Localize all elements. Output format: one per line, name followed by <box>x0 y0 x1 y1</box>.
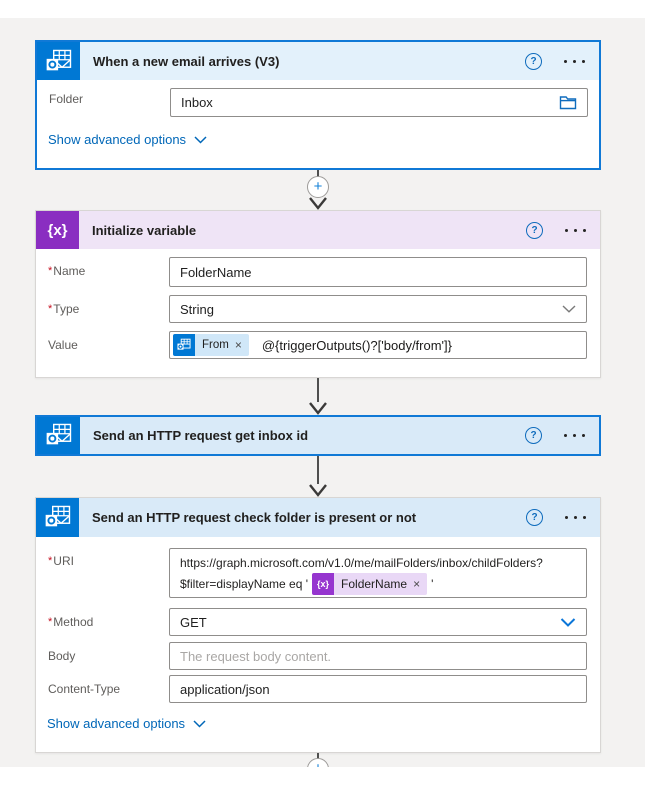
insert-step-button[interactable]: + <box>307 758 329 767</box>
uri-line2: $filter=displayName eq ' {x} FolderName … <box>170 570 586 595</box>
name-input-box <box>169 257 587 287</box>
show-advanced-options-label: Show advanced options <box>48 132 187 147</box>
chevron-down-icon <box>193 719 206 728</box>
variable-type-value: String <box>180 301 214 317</box>
variable-name-input[interactable] <box>170 258 586 286</box>
method-label: *Method <box>48 615 94 629</box>
show-advanced-options-label: Show advanced options <box>47 716 186 731</box>
show-advanced-options-link[interactable]: Show advanced options <box>48 132 207 147</box>
http-check-folder-title: Send an HTTP request check folder is pre… <box>92 510 417 525</box>
foldername-token-label: FolderName <box>341 577 408 591</box>
show-advanced-options-link[interactable]: Show advanced options <box>47 716 206 731</box>
outlook-icon <box>36 498 79 537</box>
required-mark: * <box>48 303 53 315</box>
http-check-folder-card: Send an HTTP request check folder is pre… <box>35 497 601 753</box>
connector-arrow <box>309 378 327 415</box>
name-label: *Name <box>48 264 86 278</box>
close-icon[interactable]: × <box>234 338 242 352</box>
trigger-card-title: When a new email arrives (V3) <box>93 53 280 69</box>
folder-picker-icon[interactable] <box>559 95 587 110</box>
body-input[interactable] <box>170 643 586 669</box>
outlook-icon <box>37 417 80 454</box>
more-menu-icon[interactable] <box>564 434 585 437</box>
chevron-down-icon <box>562 305 576 313</box>
folder-label: Folder <box>49 92 84 106</box>
variable-icon: {x} <box>36 211 79 249</box>
body-input-box <box>169 642 587 670</box>
more-menu-icon[interactable] <box>564 59 585 63</box>
variable-type-dropdown[interactable]: String <box>169 295 587 323</box>
insert-step-button[interactable]: + <box>307 176 329 198</box>
value-label: Value <box>48 338 78 352</box>
http-check-folder-header[interactable]: Send an HTTP request check folder is pre… <box>36 498 600 537</box>
foldername-token-chip[interactable]: {x} FolderName × <box>312 573 428 595</box>
help-icon[interactable]: ? <box>526 509 543 526</box>
required-mark: * <box>48 555 53 567</box>
chevron-down-icon <box>560 617 576 627</box>
help-icon[interactable]: ? <box>525 52 542 70</box>
content-type-input[interactable] <box>170 676 586 702</box>
uri-line2-prefix: $filter=displayName eq ' <box>180 577 309 591</box>
flow-canvas: When a new email arrives (V3) ? Folder S… <box>0 18 645 767</box>
close-icon[interactable]: × <box>413 577 421 591</box>
method-value: GET <box>180 614 207 630</box>
content-type-input-box <box>169 675 587 703</box>
outlook-icon <box>173 334 195 356</box>
variable-icon: {x} <box>312 573 335 595</box>
connector-arrow <box>309 456 327 497</box>
uri-label: *URI <box>48 554 74 568</box>
outlook-icon <box>37 42 80 80</box>
variable-value-box[interactable]: From × @{triggerOutputs()?['body/from']} <box>169 331 587 359</box>
required-mark: * <box>48 616 53 628</box>
trigger-card-header[interactable]: When a new email arrives (V3) ? <box>37 42 599 80</box>
content-type-label: Content-Type <box>48 682 121 696</box>
from-token-chip[interactable]: From × <box>173 334 249 356</box>
required-mark: * <box>48 265 53 277</box>
help-icon[interactable]: ? <box>525 427 542 444</box>
help-icon[interactable]: ? <box>526 221 543 239</box>
initialize-variable-card: {x} Initialize variable ? *Name *Type St… <box>35 210 601 378</box>
http-get-inbox-header[interactable]: Send an HTTP request get inbox id ? <box>37 417 599 454</box>
body-label: Body <box>48 649 76 663</box>
more-menu-icon[interactable] <box>565 228 586 232</box>
value-expression-text: @{triggerOutputs()?['body/from']} <box>261 337 452 353</box>
method-dropdown[interactable]: GET <box>169 608 587 636</box>
uri-line1: https://graph.microsoft.com/v1.0/me/mail… <box>180 556 543 570</box>
http-get-inbox-title: Send an HTTP request get inbox id <box>93 428 309 443</box>
folder-input[interactable] <box>171 89 559 116</box>
folder-input-box <box>170 88 588 117</box>
more-menu-icon[interactable] <box>565 516 586 519</box>
uri-line2-suffix: ' <box>431 577 434 591</box>
initialize-variable-header[interactable]: {x} Initialize variable ? <box>36 211 600 249</box>
chevron-down-icon <box>194 135 207 144</box>
uri-input-box[interactable]: https://graph.microsoft.com/v1.0/me/mail… <box>169 548 587 598</box>
type-label: *Type <box>48 302 80 316</box>
http-get-inbox-card: Send an HTTP request get inbox id ? <box>35 415 601 456</box>
from-token-label: From <box>202 339 229 351</box>
initialize-variable-title: Initialize variable <box>92 222 197 238</box>
trigger-card: When a new email arrives (V3) ? Folder S… <box>35 40 601 170</box>
